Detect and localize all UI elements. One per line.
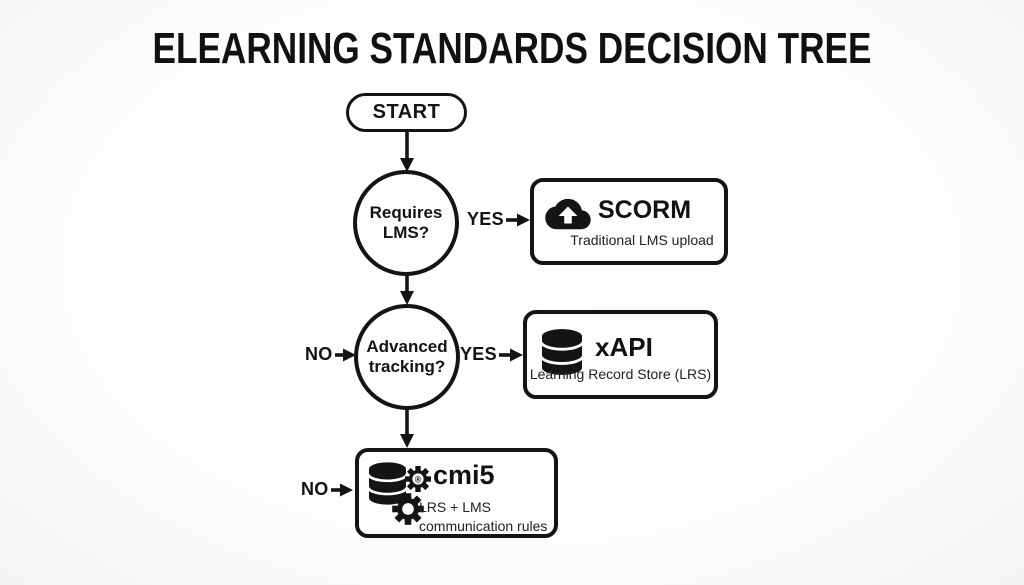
decision-advanced-tracking: Advanced tracking? <box>354 304 460 410</box>
branch-label: NO <box>305 344 333 364</box>
branch-label: YES <box>460 344 497 364</box>
gear-icon <box>392 493 424 525</box>
subtitle-line: LRS + LMS <box>419 499 491 515</box>
start-label: START <box>372 101 441 123</box>
outcome-scorm: SCORM Traditional LMS upload <box>530 178 728 265</box>
decision-label-line: Advanced <box>366 336 448 356</box>
database-icon <box>542 329 582 375</box>
arrow-right-icon <box>334 348 356 361</box>
connector-advanced-tracking-to-cmi5 <box>400 408 414 448</box>
arrow-right-icon <box>498 348 523 361</box>
arrow-down-icon <box>400 291 414 305</box>
connector-start-to-requires-lms <box>400 130 414 172</box>
connector-requires-lms-to-advanced-tracking <box>400 272 414 305</box>
branch-label: YES <box>467 209 504 229</box>
registered-symbol: ® <box>415 474 422 484</box>
arrow-down-icon <box>400 434 414 448</box>
branch-no-cmi5: NO <box>301 479 353 500</box>
gear-registered-icon: ® <box>405 466 431 492</box>
outcome-title: xAPI <box>595 332 653 362</box>
arrow-right-icon <box>330 483 353 496</box>
cloud-upload-icon <box>545 198 591 230</box>
page-title: ELEARNING STANDARDS DECISION TREE <box>152 24 872 73</box>
branch-yes-xapi: YES <box>460 344 523 365</box>
outcome-title: SCORM <box>598 196 692 224</box>
outcome-xapi: xAPI Learning Record Store (LRS) <box>523 310 718 399</box>
branch-label: NO <box>301 479 329 499</box>
subtitle-line: communication rules <box>419 518 548 534</box>
outcome-subtitle: Learning Record Store (LRS) <box>529 366 712 382</box>
arrow-right-icon <box>505 213 530 226</box>
outcome-title: cmi5 <box>433 460 495 490</box>
outcome-cmi5: ® cmi5 LRS + LMS communication rules <box>355 448 558 538</box>
decision-label-line: LMS? <box>382 223 430 242</box>
outcome-subtitle: LRS + LMS communication rules <box>419 498 547 536</box>
start-node: START <box>346 93 467 132</box>
decision-label-line: Requires <box>369 202 443 222</box>
decision-label-line: tracking? <box>368 357 446 376</box>
branch-yes-scorm: YES <box>467 209 530 230</box>
branch-no-advanced-tracking: NO <box>305 344 356 365</box>
arrow-down-icon <box>400 158 414 172</box>
decision-requires-lms: Requires LMS? <box>353 170 459 276</box>
database-icon <box>369 462 406 505</box>
outcome-subtitle: Traditional LMS upload <box>570 232 714 248</box>
